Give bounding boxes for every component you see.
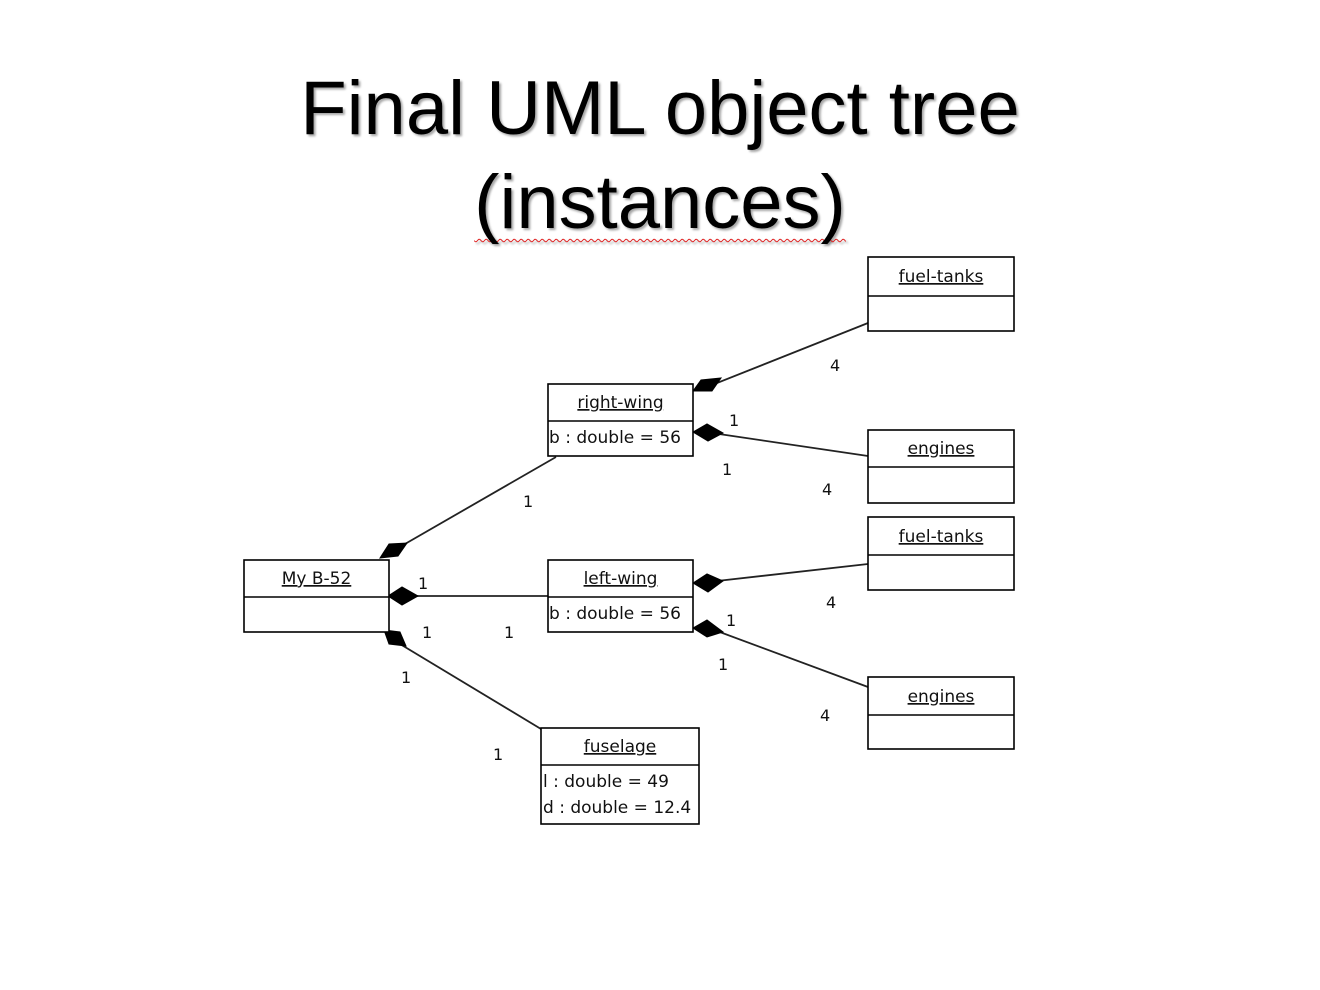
object-name: engines [908,439,975,459]
object-name: My B-52 [282,569,352,589]
composition-diamond-leftwing-fueltanks [692,573,724,593]
composition-diamond-rightwing-engines [692,423,725,442]
object-name: fuselage [584,737,656,757]
composition-diamond-leftwing-engines [692,619,725,638]
object-attribute: l : double = 49 [543,772,669,792]
edge-b52-rightwing [397,456,557,549]
composition-diamond-b52-leftwing [387,586,420,606]
composition-diamond-b52-fuselage [383,629,407,647]
object-name: engines [908,687,975,707]
object-attribute: b : double = 56 [549,428,681,448]
title-line-2: (instances) [160,156,1160,250]
object-engines-right: engines [867,429,1015,504]
object-my-b52: My B-52 [243,559,390,633]
object-right-wing: right-wing b : double = 56 [547,383,694,457]
edge-leftwing-engines [716,630,869,688]
multiplicity-label: 1 [722,460,732,479]
edge-rightwing-engines [718,433,869,457]
multiplicity-label: 4 [822,480,832,499]
multiplicity-label: 1 [718,655,728,674]
multiplicity-label: 1 [523,492,533,511]
object-fuel-tanks-left: fuel-tanks [867,516,1015,591]
multiplicity-label: 1 [418,574,428,593]
object-fuselage: fuselage l : double = 49 d : double = 12… [540,727,700,825]
object-left-wing: left-wing b : double = 56 [547,559,694,633]
multiplicity-label: 4 [830,356,840,375]
multiplicity-label: 1 [726,611,736,630]
object-fuel-tanks-right: fuel-tanks [867,256,1015,332]
edge-b52-fuselage [399,643,542,730]
multiplicity-label: 1 [729,411,739,430]
object-engines-left: engines [867,676,1015,750]
object-name: fuel-tanks [899,527,984,547]
edge-rightwing-fueltanks [716,322,869,384]
object-name: fuel-tanks [899,267,984,287]
object-attribute: d : double = 12.4 [543,798,691,818]
multiplicity-label: 1 [504,623,514,642]
title-line-1: Final UML object tree [300,66,1020,151]
multiplicity-label: 1 [401,668,411,687]
composition-diamond-rightwing-fueltanks [692,377,723,392]
composition-diamond-b52-rightwing [379,542,408,559]
multiplicity-label: 1 [422,623,432,642]
object-attribute: b : double = 56 [549,604,681,624]
edge-leftwing-fueltanks [716,563,869,582]
title-line-2-text: (instances) [474,160,846,245]
object-name: left-wing [584,569,658,589]
object-name: right-wing [577,393,663,413]
multiplicity-label: 4 [820,706,830,725]
multiplicity-label: 1 [493,745,503,764]
slide-title: Final UML object tree (instances) [160,62,1160,250]
multiplicity-label: 4 [826,593,836,612]
